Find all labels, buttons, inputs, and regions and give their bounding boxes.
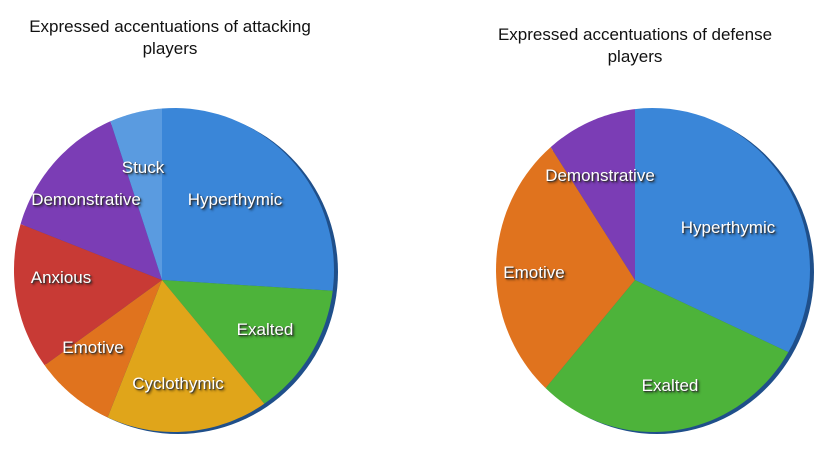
pie-slice-defense-demonstrative xyxy=(550,109,635,280)
label-attacking-demonstrative: Demonstrative xyxy=(31,190,141,209)
label-defense-demonstrative: Demonstrative xyxy=(545,166,655,185)
pie-slice-defense-hyperthymic xyxy=(635,108,810,353)
label-defense-hyperthymic: Hyperthymic xyxy=(680,218,776,237)
pie-slice-attacking-anxious xyxy=(14,224,162,366)
pie-slice-attacking-stuck xyxy=(110,108,162,280)
label-defense-emotive: Emotive xyxy=(503,263,565,282)
label-attacking-cyclothymic: Cyclothymic xyxy=(132,374,224,393)
label-attacking-hyperthymic: Hyperthymic xyxy=(187,190,283,209)
label-attacking-emotive: Emotive xyxy=(62,338,124,357)
label-attacking-exalted: Exalted xyxy=(236,320,294,339)
pie-slice-attacking-emotive xyxy=(44,280,162,418)
label-defense-exalted: Exalted xyxy=(641,376,699,395)
pie-slice-attacking-demonstrative xyxy=(20,121,162,280)
label-attacking-stuck: Stuck xyxy=(121,158,165,177)
pie-slice-attacking-exalted xyxy=(162,280,333,404)
label-attacking-anxious: Anxious xyxy=(30,268,92,287)
pie-slice-defense-exalted xyxy=(545,280,789,432)
pie-slice-defense-emotive xyxy=(496,147,635,389)
pie-slice-attacking-cyclothymic xyxy=(107,280,265,432)
chart-title-defense: Expressed accentuations of defense playe… xyxy=(497,25,773,66)
chart-title-attacking: Expressed accentuations of attacking pla… xyxy=(29,17,311,58)
pie-slice-attacking-hyperthymic xyxy=(162,108,334,291)
